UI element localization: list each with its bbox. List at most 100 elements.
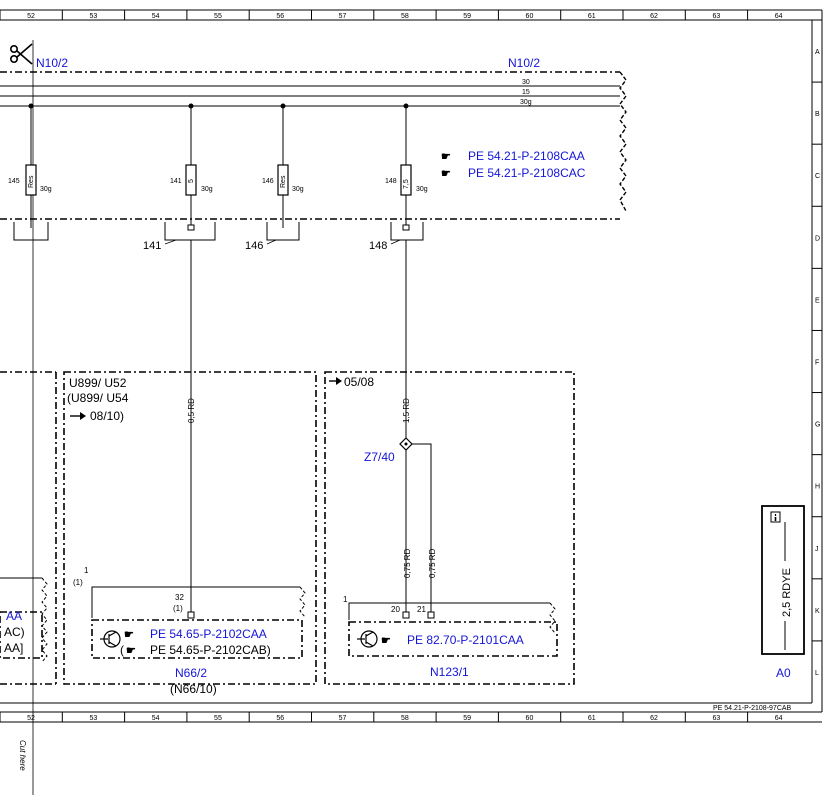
ruler-top-label: 53 bbox=[89, 13, 97, 20]
ruler-right-label: J bbox=[815, 546, 819, 553]
reference-link[interactable]: PE 54.21-P-2108CAA bbox=[468, 149, 585, 163]
svg-text:30g: 30g bbox=[416, 186, 428, 193]
svg-text:Res: Res bbox=[28, 175, 35, 188]
module-n10-2-break-edge bbox=[619, 71, 627, 212]
ruler-bottom-label: 54 bbox=[152, 715, 160, 722]
ruler-bottom-label: 56 bbox=[276, 715, 284, 722]
n123-inner-lines bbox=[348, 602, 556, 634]
n66-reference-main[interactable]: PE 54.65-P-2102CAA bbox=[150, 627, 267, 641]
n123-variant: 05/08 bbox=[344, 375, 374, 389]
reference-pe-54-21-caa[interactable]: ☛ PE 54.21-P-2108CAA bbox=[441, 149, 585, 163]
connector-148-label: 148 bbox=[369, 240, 387, 252]
ruler-top-label: 62 bbox=[650, 13, 658, 20]
ruler-bottom-label: 61 bbox=[588, 715, 596, 722]
arrow-right-icon bbox=[329, 377, 342, 385]
ruler-right-label: E bbox=[815, 297, 820, 304]
splice-z7-40 bbox=[399, 437, 413, 451]
main-wires bbox=[190, 240, 407, 612]
connector-141-label: 141 bbox=[143, 240, 161, 252]
reference-link[interactable]: PE 54.21-P-2108CAC bbox=[468, 166, 586, 180]
wire-0-75-rd-a-label: 0,75 RD bbox=[403, 548, 412, 578]
n66-pin-alt: (1) bbox=[173, 604, 183, 613]
svg-text:5: 5 bbox=[188, 179, 195, 183]
header-left-label: N10/2 bbox=[36, 56, 68, 70]
connector-146-label: 146 bbox=[245, 240, 263, 252]
ruler-top-label: 52 bbox=[27, 13, 35, 20]
svg-text:145: 145 bbox=[8, 178, 20, 185]
ruler-right-label: G bbox=[815, 422, 820, 429]
ruler-right-label: A bbox=[815, 49, 820, 56]
ruler-top-label: 56 bbox=[276, 13, 284, 20]
ruler-bottom-label: 53 bbox=[89, 715, 97, 722]
n66-reference-alt[interactable]: PE 54.65-P-2102CAB) bbox=[150, 643, 271, 657]
svg-text:146: 146 bbox=[262, 178, 274, 185]
cut-here-label: Cut here bbox=[18, 740, 27, 771]
header-center-label: N10/2 bbox=[508, 56, 540, 70]
n66-variant-line3: 08/10) bbox=[90, 409, 124, 423]
ruler-bottom-label: 60 bbox=[526, 715, 534, 722]
n123-pin-20: 20 bbox=[391, 605, 400, 614]
splice-label: Z7/40 bbox=[364, 450, 395, 464]
n66-variant-line1: U899/ U52 bbox=[69, 376, 127, 390]
legend-box-a0 bbox=[761, 505, 805, 655]
ruler-bottom-label: 62 bbox=[650, 715, 658, 722]
n66-pin-32: 32 bbox=[175, 593, 184, 602]
module-n10-2-border bbox=[0, 71, 620, 220]
ruler-right-label: D bbox=[815, 235, 820, 242]
svg-text:Res: Res bbox=[280, 175, 287, 188]
left-partial-inner bbox=[0, 577, 48, 663]
module-left-partial-border bbox=[0, 371, 57, 685]
n66-pin-group: 1 bbox=[84, 566, 89, 575]
ruler-bottom-label: 58 bbox=[401, 715, 409, 722]
wire-1-5-rd-label: 1,5 RD bbox=[402, 398, 411, 423]
n123-pin-21: 21 bbox=[417, 605, 426, 614]
n66-component-box bbox=[91, 619, 303, 659]
ruler-bottom-label: 59 bbox=[463, 715, 471, 722]
legend-wire-label: 2,5 RDYE bbox=[781, 568, 793, 617]
fuse-146: Res 146 30g bbox=[262, 164, 304, 196]
ruler-top-label: 55 bbox=[214, 13, 222, 20]
ruler-top-label: 54 bbox=[152, 13, 160, 20]
bus-30g-label: 30g bbox=[520, 99, 532, 106]
svg-text:30g: 30g bbox=[201, 186, 213, 193]
svg-text:7,5: 7,5 bbox=[403, 179, 410, 189]
ruler-bottom-label: 63 bbox=[712, 715, 720, 722]
scissors-icon bbox=[10, 43, 33, 65]
fuse-148: 7,5 148 30g bbox=[385, 164, 428, 196]
wire-0-5-rd-label: 0,5 RD bbox=[187, 398, 196, 423]
document-reference: PE 54.21-P-2108-97CAB bbox=[713, 705, 792, 712]
left-partial-line1: AA bbox=[6, 609, 22, 623]
svg-text:30g: 30g bbox=[292, 186, 304, 193]
left-partial-line2: AC) bbox=[4, 625, 25, 639]
ruler-right-label: H bbox=[815, 484, 820, 491]
n123-module-name: N123/1 bbox=[430, 665, 469, 679]
ruler-right-label: B bbox=[815, 111, 820, 118]
ruler-right-label: L bbox=[815, 670, 819, 677]
ruler-top-label: 60 bbox=[526, 13, 534, 20]
n123-wires bbox=[405, 443, 432, 612]
fuse-141: 5 141 30g bbox=[170, 164, 213, 196]
transistor-icon bbox=[100, 630, 121, 648]
left-partial-line3: AA] bbox=[4, 641, 23, 655]
ruler-right-label: C bbox=[815, 173, 820, 180]
svg-text:148: 148 bbox=[385, 178, 397, 185]
n123-pin-group: 1 bbox=[343, 595, 348, 604]
ruler-top-label: 63 bbox=[712, 13, 720, 20]
hand-pointer-icon: ☛ bbox=[124, 629, 134, 641]
reference-pe-54-21-cac[interactable]: ☛ PE 54.21-P-2108CAC bbox=[441, 166, 586, 180]
ruler-bottom-label: 55 bbox=[214, 715, 222, 722]
n66-module-name: N66/2 bbox=[175, 666, 207, 680]
n66-reference-paren: ( bbox=[120, 643, 124, 657]
ruler-right-label: K bbox=[815, 608, 820, 615]
hand-pointer-icon: ☛ bbox=[441, 151, 451, 163]
ruler-top-label: 58 bbox=[401, 13, 409, 20]
n123-reference[interactable]: PE 82.70-P-2101CAA bbox=[407, 633, 524, 647]
sheet-frame bbox=[0, 9, 823, 723]
fuse-145: Res 145 30g bbox=[8, 164, 52, 196]
wire-0-75-rd-b-label: 0,75 RD bbox=[428, 548, 437, 578]
